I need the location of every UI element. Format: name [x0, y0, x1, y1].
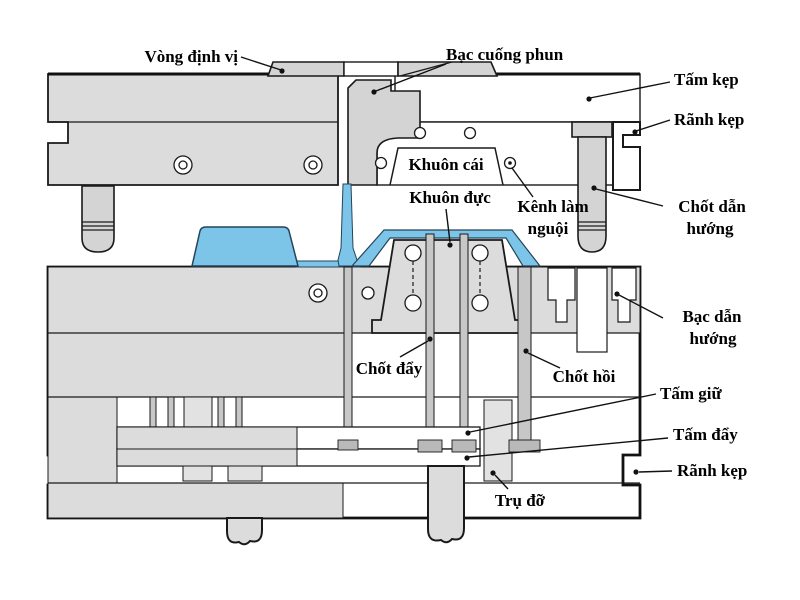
leader-chot-day: [399, 340, 429, 358]
leader-chot-hoi: [527, 352, 561, 369]
sprue: [337, 183, 358, 267]
stop-block-2: [227, 465, 263, 482]
ejector-pin-a: [149, 396, 157, 428]
label-chot-hoi: Chốt hồi: [553, 367, 616, 386]
support-plate-left: [47, 332, 346, 398]
leader-tam-kep: [589, 81, 671, 99]
label-chot-dan-huong-1: Chốt dẫn: [678, 197, 746, 216]
label-bac-dan-huong-2: hướng: [689, 329, 737, 348]
leader-tam-giu: [469, 393, 657, 433]
label-khuon-cai: Khuôn cái: [408, 155, 483, 174]
cooling-hole-2: [463, 126, 477, 140]
leader-ranh-kep-tren: [635, 119, 671, 132]
cavity-pocket: [389, 147, 504, 186]
pin-pocket-left: [547, 267, 576, 323]
label-tru-do: Trụ đỡ: [495, 491, 546, 510]
ejector-retainer-plate-gray: [116, 426, 298, 450]
guide-pin-right-grooves: [578, 221, 606, 231]
label-tam-kep: Tấm kẹp: [674, 70, 739, 89]
label-tam-giu: Tấm giữ: [660, 384, 722, 403]
label-chot-day: Chốt đẩy: [356, 359, 423, 378]
cooling-channel-dot: [508, 161, 512, 165]
leader-chot-dan-huong: [595, 188, 664, 207]
core-ejector-pin-2: [459, 233, 469, 445]
sprue-puller-pin: [343, 266, 353, 445]
locating-ring-gap: [343, 61, 399, 77]
leader-tam-day: [468, 437, 669, 458]
screw-upper-1-inner: [178, 160, 188, 170]
leader-tru-do: [494, 474, 509, 490]
top-clamp-plate-right: [394, 73, 641, 123]
guide-pin-right-head: [571, 121, 613, 138]
core-block: [371, 239, 525, 334]
ejector-plate-gray: [116, 448, 298, 467]
clamp-strip-right: [612, 121, 641, 191]
cooling-hole-3: [374, 156, 388, 170]
leader-bac-cuong-phun: [375, 63, 447, 92]
core-cooling-channels: [404, 244, 489, 312]
ejector-pin-c: [217, 396, 225, 428]
part-skin-on-core: [350, 229, 542, 267]
ejector-pin-d: [235, 396, 243, 428]
label-ranh-kep-duoi: Rãnh kẹp: [677, 461, 747, 480]
guide-pin-left: [81, 185, 115, 253]
ejector-post: [183, 396, 213, 428]
core-plate-left: [47, 266, 346, 334]
upper-left-block: [47, 73, 339, 186]
sprue-puller-foot: [337, 439, 359, 451]
label-vong-dinh-vi: Vòng định vị: [144, 47, 238, 66]
screw-upper-2-inner: [308, 160, 318, 170]
support-pillar: [483, 399, 513, 482]
ejector-pin-b: [167, 396, 175, 428]
guide-bushing-pocket: [576, 267, 608, 353]
leader-ranh-kep-duoi: [638, 470, 673, 473]
leader-vong-dinh-vi: [240, 56, 282, 71]
leader-khuon-duc: [445, 208, 451, 243]
leader-lines: [240, 56, 673, 490]
lower-guide-rod: [226, 517, 263, 546]
cooling-hole-lower: [361, 286, 375, 300]
label-tam-day: Tấm đẩy: [673, 425, 738, 444]
ejector-pin-1-foot: [417, 439, 443, 453]
ejector-rod: [427, 465, 465, 544]
guide-pin-left-grooves: [82, 221, 114, 231]
screw-lower-inner: [313, 288, 323, 298]
label-khuon-duc: Khuôn đực: [409, 188, 491, 207]
label-bac-cuong-phun: Bạc cuống phun: [446, 45, 564, 64]
molded-part: [191, 226, 299, 267]
label-kenh-lam-nguoi-2: nguội: [528, 219, 569, 238]
label-bac-dan-huong-1: Bạc dẫn: [682, 307, 742, 326]
cooling-hole-1: [413, 126, 427, 140]
bottom-clamp-plate: [47, 482, 344, 519]
labels: Vòng định vị Bạc cuống phun Tấm kẹp Rãnh…: [144, 45, 747, 510]
label-chot-dan-huong-2: hướng: [686, 219, 734, 238]
leader-bac-dan-huong: [618, 294, 664, 319]
pin-pocket-right: [611, 267, 637, 323]
stop-block-1: [182, 465, 213, 482]
leader-kenh-lam-nguoi: [511, 167, 534, 198]
locating-ring-right: [397, 61, 499, 77]
guide-pin-right: [577, 136, 607, 253]
ejector-pin-2-foot: [451, 439, 477, 453]
return-pin: [517, 266, 532, 445]
ejector-housing-left-wall: [47, 396, 118, 484]
sprue-bushing: [347, 79, 421, 186]
label-kenh-lam-nguoi-1: Kênh làm: [517, 197, 588, 216]
label-ranh-kep-tren: Rãnh kẹp: [674, 110, 744, 129]
